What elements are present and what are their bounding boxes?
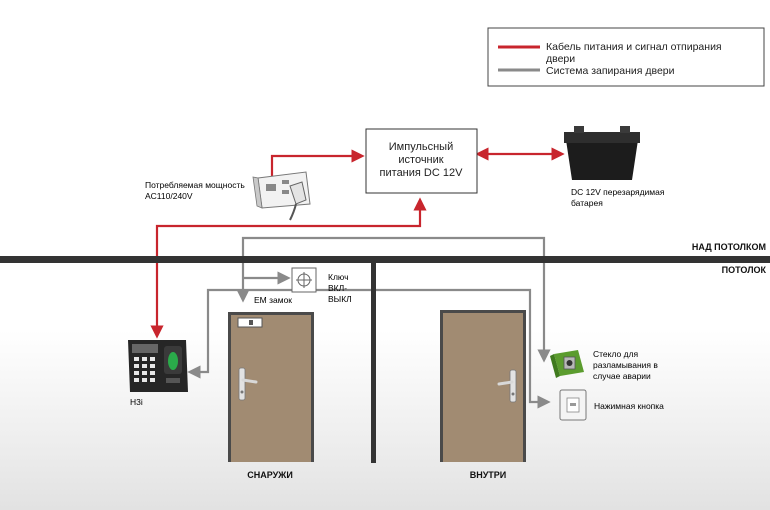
battery-label-line2: батарея [571, 198, 603, 208]
terminal-label: H3i [130, 397, 143, 407]
wall-socket-icon [252, 171, 311, 221]
inside-door [440, 310, 526, 462]
inside-label: ВНУТРИ [470, 470, 507, 480]
power-supply: Импульсный источник питания DC 12V [365, 128, 478, 194]
ceiling-bar [0, 256, 770, 263]
emergency-break-glass-icon [550, 350, 584, 378]
mains-label-line2: AC110/240V [145, 191, 193, 201]
ceiling-label: ПОТОЛОК [722, 265, 767, 275]
outside-door-handle-plate [238, 367, 246, 401]
key-switch-label-line3: ВЫКЛ [328, 294, 352, 304]
emergency-glass-label-line3: случае аварии [593, 371, 651, 381]
key-switch-label-line1: Ключ [328, 272, 349, 282]
inside-door-handle-plate [509, 369, 517, 403]
emergency-glass-label-line2: разламывания в [593, 360, 658, 370]
legend-power-label-cont: двери [546, 53, 575, 65]
key-switch-icon [291, 267, 317, 293]
outside-label: СНАРУЖИ [247, 470, 293, 480]
outside-door-handle [241, 378, 258, 384]
push-button-icon [559, 389, 587, 421]
partition-wall [371, 263, 376, 463]
key-switch-label-line2: ВКЛ- [328, 283, 347, 293]
battery-label-line1: DC 12V перезарядимая [571, 187, 665, 197]
power-supply-label-line2: источник [398, 154, 443, 166]
lock-wires [187, 236, 551, 409]
lock-to-terminal-wire [187, 288, 520, 379]
legend-lock-label: Система запирания двери [546, 65, 675, 77]
legend-power-label: Кабель питания и сигнал отпирания [546, 41, 722, 53]
em-lock-label: ЕМ замок [254, 295, 292, 305]
mains-label-line1: Потребляемая мощность [145, 180, 245, 190]
power-supply-label-line1: Импульсный [389, 141, 453, 153]
legend-box [487, 27, 765, 87]
ceiling: НАД ПОТОЛКОМ ПОТОЛОК [0, 242, 770, 463]
em-lock-to-glass-wire [236, 236, 551, 363]
legend: Кабель питания и сигнал отпирания двери … [487, 27, 765, 87]
above-ceiling-label: НАД ПОТОЛКОМ [692, 242, 766, 252]
power-supply-label-line3: питания DC 12V [380, 167, 464, 179]
battery-icon [564, 126, 640, 180]
outside-door [228, 312, 314, 462]
power-supply-box [365, 128, 478, 194]
inside-door-handle [497, 380, 514, 386]
push-button-label: Нажимная кнопка [594, 401, 664, 411]
h3i-terminal-icon [128, 340, 188, 392]
emergency-glass-label-line1: Стекло для [593, 349, 639, 359]
mains-to-psu-wire [270, 149, 365, 176]
push-button-wire [520, 288, 551, 409]
power-wires [150, 147, 565, 339]
psu-to-terminal-wire [150, 197, 427, 339]
